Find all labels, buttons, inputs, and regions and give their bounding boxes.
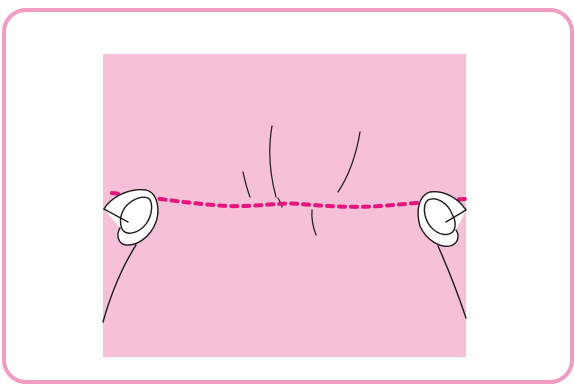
gathering-diagram xyxy=(0,0,575,388)
illustration-canvas xyxy=(0,0,575,388)
